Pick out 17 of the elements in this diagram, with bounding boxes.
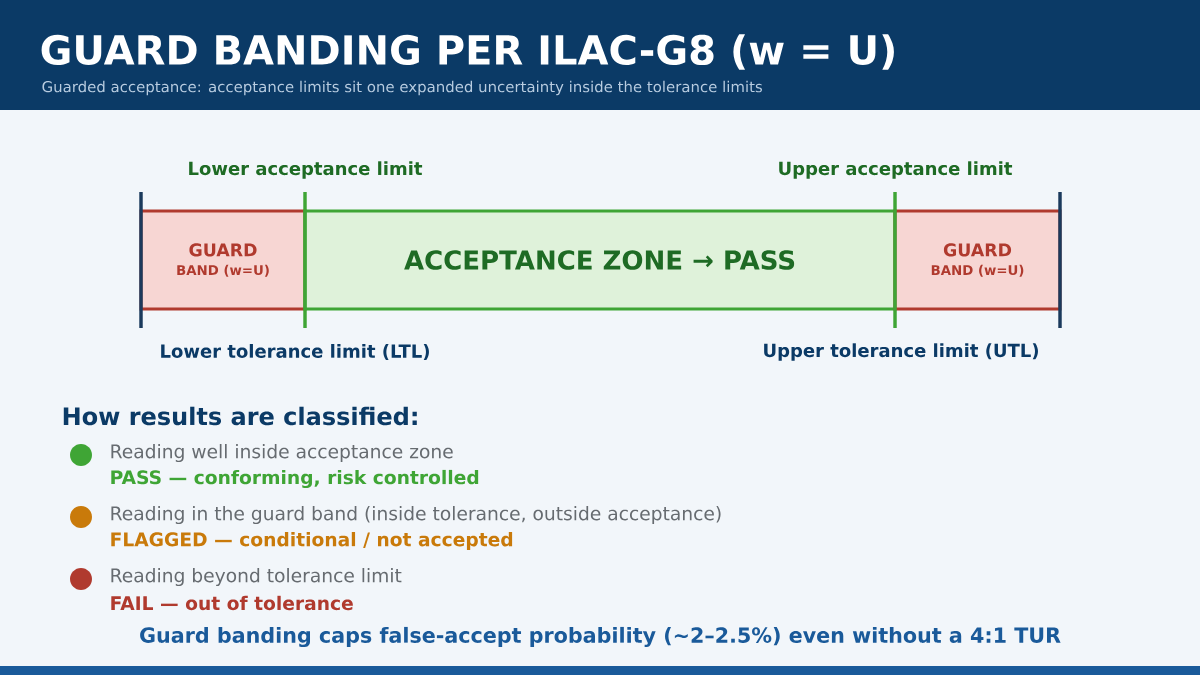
subtitle: Guarded acceptance: acceptance limits sit one expanded uncertainty inside the tolerance limits bbox=[42, 80, 762, 96]
status-text: FAIL — out of tolerance bbox=[111, 595, 353, 611]
section-heading: How results are classified: bbox=[63, 406, 417, 426]
limit-label: Upper tolerance limit (UTL) bbox=[764, 343, 1038, 361]
limit-label: Lower tolerance limit (LTL) bbox=[161, 344, 429, 361]
limit-label: Lower acceptance limit bbox=[189, 161, 423, 179]
caption: Guard banding caps false-accept probability (~2–2.5%) even without a 4:1 TUR bbox=[140, 626, 1061, 648]
title: GUARD BANDING PER ILAC-G8 (w = U) bbox=[41, 34, 894, 70]
legend-text: Reading beyond tolerance limit bbox=[111, 568, 402, 587]
legend-text: Reading in the guard band (inside tolerance, outside acceptance) bbox=[111, 506, 721, 525]
guard-band: GUARD BAND (w=U) bbox=[139, 209, 307, 311]
status-text: PASS — conforming, risk controlled bbox=[111, 469, 479, 489]
legend-text: Reading well inside acceptance zone bbox=[111, 444, 453, 463]
guard-band: GUARD BAND (w=U) bbox=[893, 209, 1062, 311]
acceptance-zone: ACCEPTANCE ZONE → PASS bbox=[303, 209, 897, 311]
limit-label: Upper acceptance limit bbox=[779, 161, 1013, 179]
status-text: FLAGGED — conditional / not accepted bbox=[111, 532, 513, 551]
